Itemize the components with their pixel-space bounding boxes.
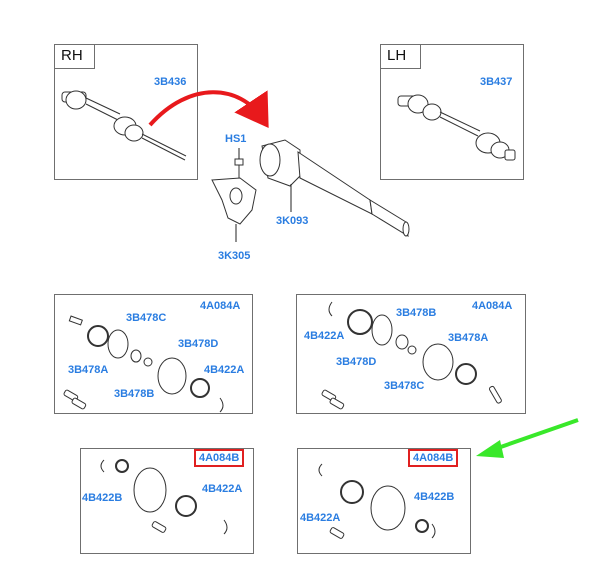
small-kit-left-parts — [100, 459, 228, 535]
small-kit-right-clip-b: 4B422B — [414, 491, 455, 503]
lh-kit-parts — [321, 301, 502, 410]
small-kit-left-code: 4A084B — [194, 449, 245, 467]
lh-kit-label-a: 3B478A — [448, 332, 489, 344]
lh-kit-label-d: 3B478D — [336, 356, 377, 368]
support-bracket — [211, 177, 257, 242]
red-transfer-arrow — [148, 90, 269, 128]
rh-kit-label-a: 3B478A — [68, 364, 109, 376]
rh-kit-label-b: 3B478B — [114, 388, 155, 400]
rh-part-number: 3B436 — [154, 76, 187, 88]
lh-part-number: 3B437 — [480, 76, 513, 88]
green-pointer-arrow — [476, 418, 579, 458]
small-kit-left-clip-a: 4B422A — [202, 483, 243, 495]
rh-driveshaft — [61, 90, 187, 161]
lh-panel-title: LH — [381, 45, 421, 69]
small-kit-right-code: 4A084B — [408, 449, 459, 467]
lh-kit-label-clip: 4B422A — [304, 330, 345, 342]
small-kit-left-clip-b: 4B422B — [82, 492, 123, 504]
rh-kit-code: 4A084A — [200, 300, 241, 312]
bracket-label: 3K305 — [218, 250, 251, 262]
lh-kit-code: 4A084A — [472, 300, 513, 312]
rh-kit-parts — [63, 315, 224, 413]
rh-kit-label-c: 3B478C — [126, 312, 167, 324]
bolt-hs1 — [234, 148, 244, 182]
intermediate-shaft — [259, 139, 410, 237]
rh-panel-title: RH — [55, 45, 95, 69]
lh-kit-label-b: 3B478B — [396, 307, 437, 319]
rh-kit-label-d: 3B478D — [178, 338, 219, 350]
small-kit-right-clip-a: 4B422A — [300, 512, 341, 524]
bolt-label: HS1 — [225, 133, 247, 145]
rh-driveshaft-panel: RH — [54, 44, 198, 180]
lh-driveshaft — [397, 94, 516, 161]
shaft-label: 3K093 — [276, 215, 309, 227]
lh-kit-label-c: 3B478C — [384, 380, 425, 392]
small-kit-right-parts — [318, 463, 436, 539]
rh-boot-kit-panel — [54, 294, 253, 414]
rh-kit-label-clip: 4B422A — [204, 364, 245, 376]
